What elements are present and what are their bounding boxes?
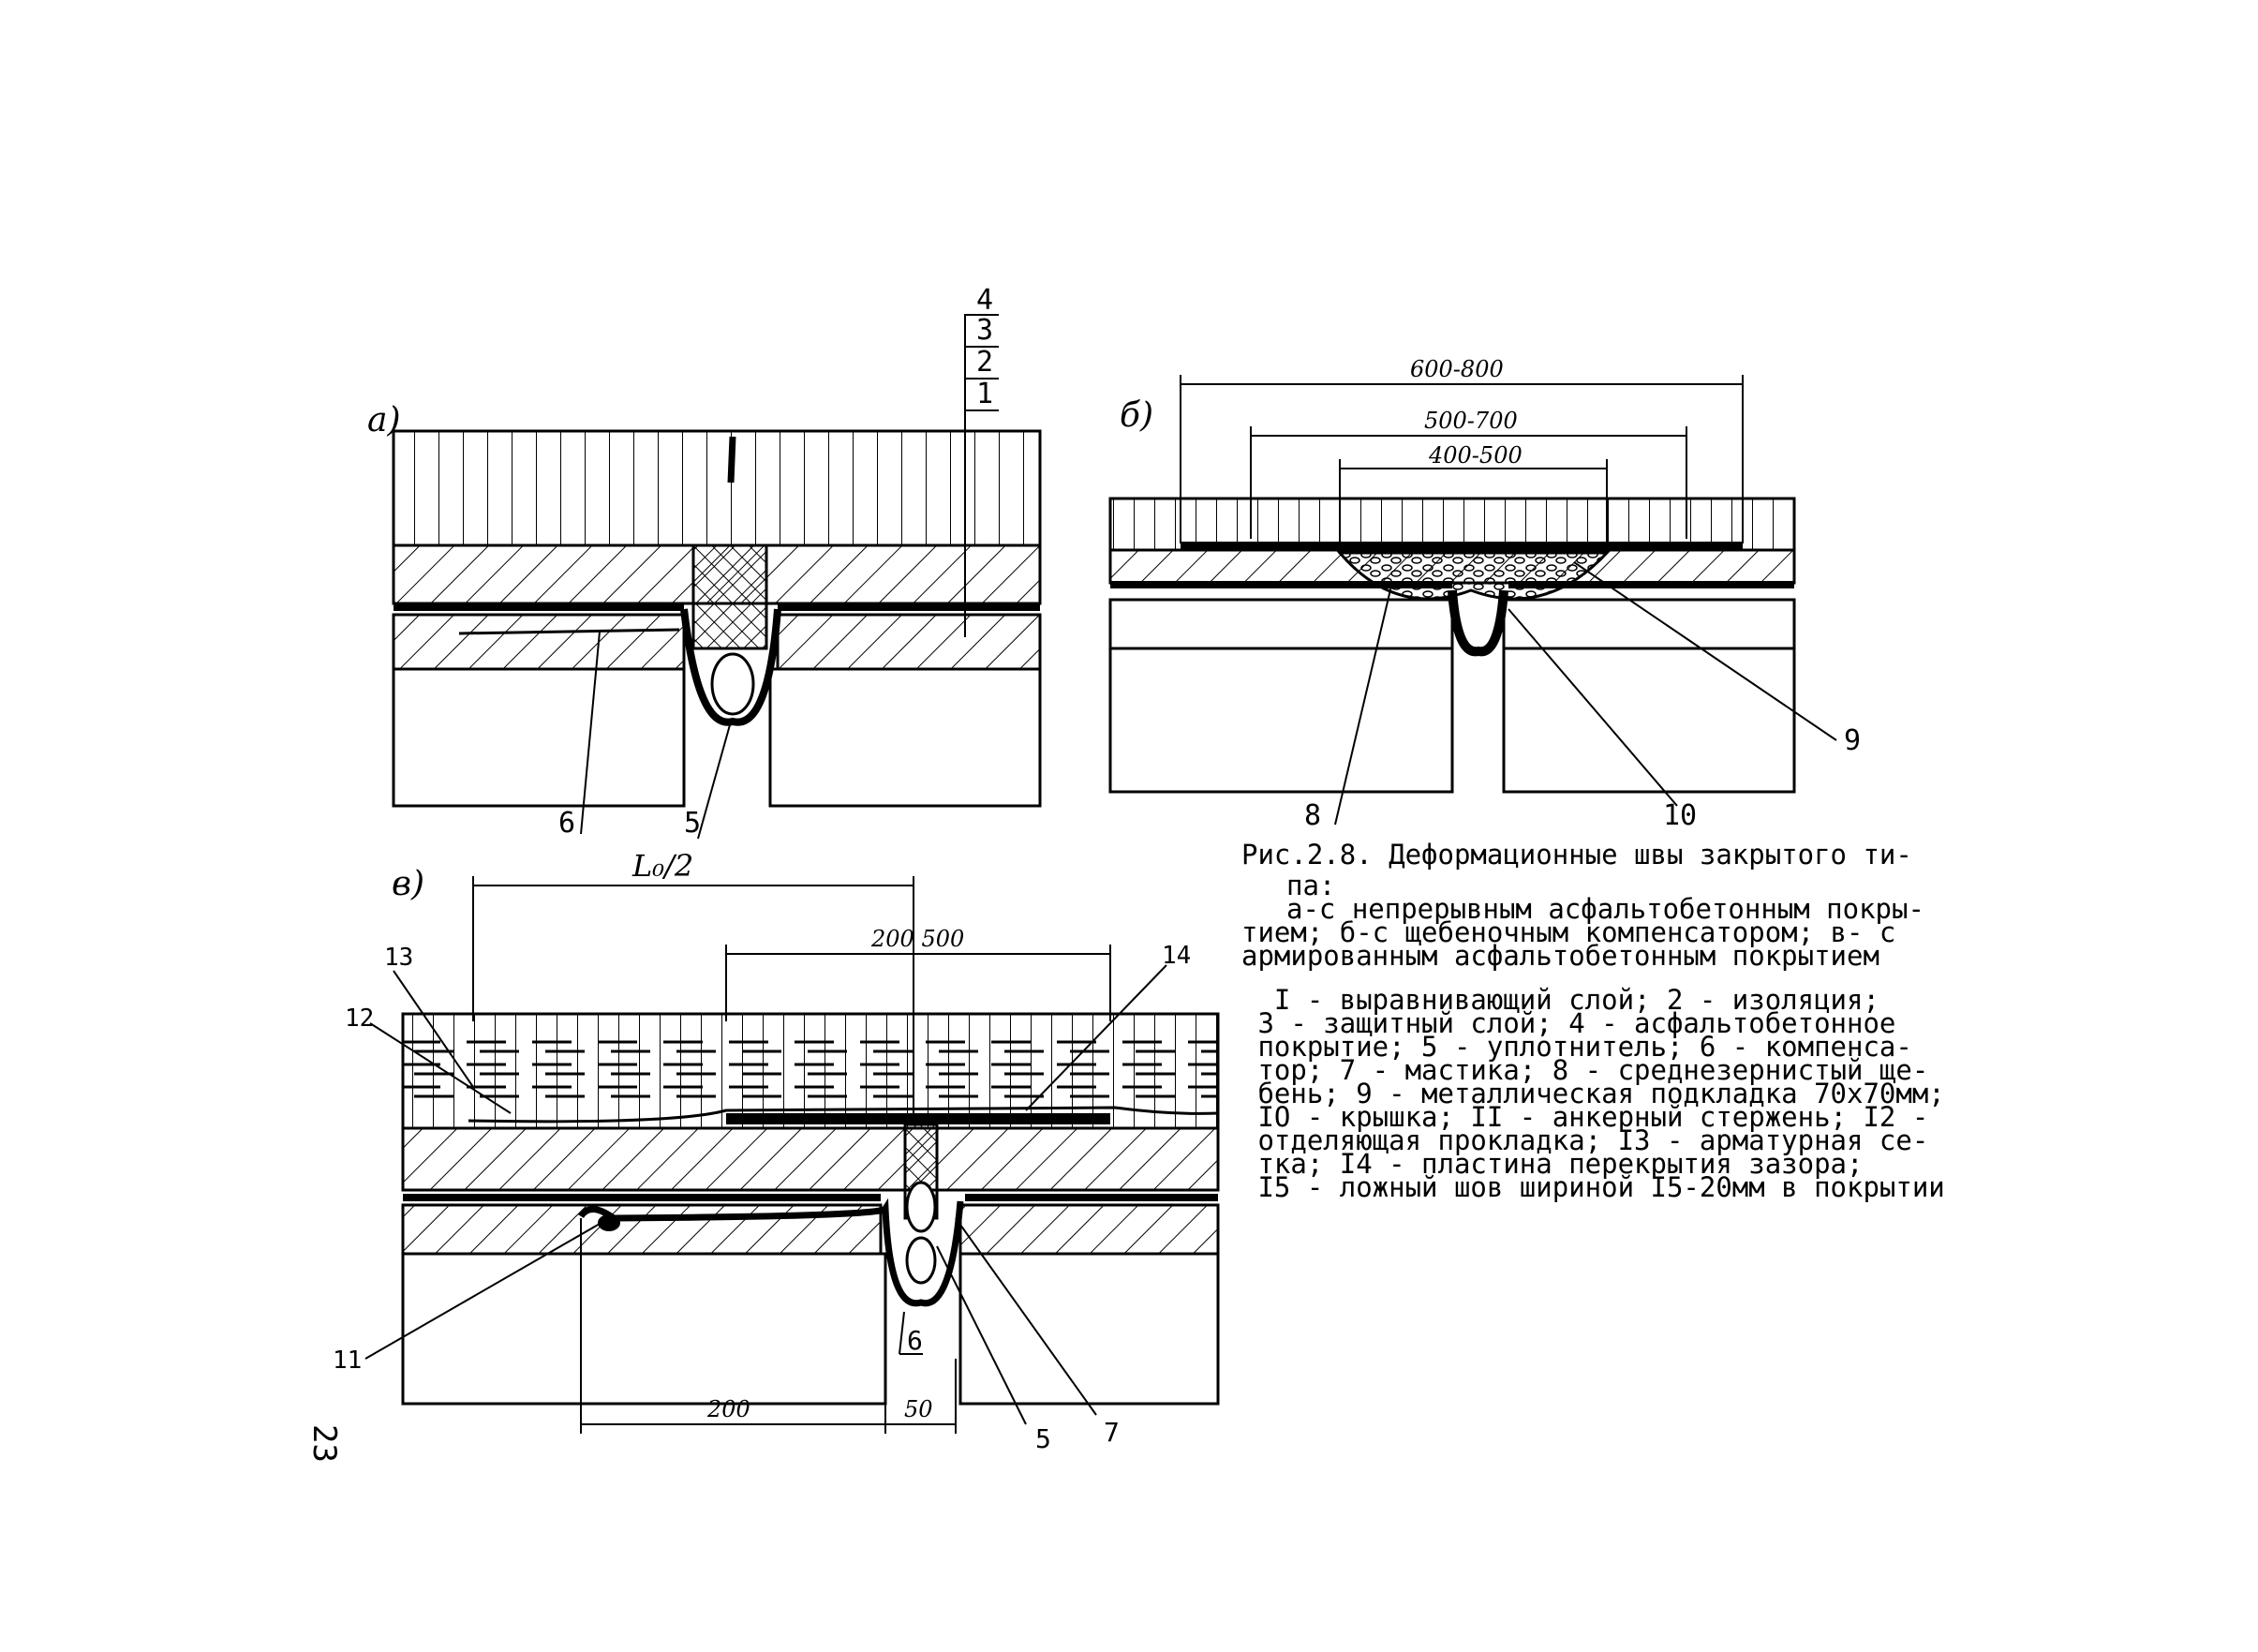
insulation-right-b bbox=[1508, 581, 1794, 588]
callout-7-v: 7 bbox=[1104, 1417, 1120, 1448]
leader-11-v bbox=[364, 1223, 601, 1360]
asphalt-layer-a bbox=[392, 429, 1042, 547]
caption-sub-line: тием; б-с щебеночным компенсатором; в- с bbox=[1241, 916, 1896, 948]
dim-label-50: 50 bbox=[904, 1396, 933, 1422]
diagram-b: б) 600-800 500-700 400-500 8 10 9 bbox=[1108, 356, 1861, 832]
dim-label-500-700: 500-700 bbox=[1424, 408, 1518, 434]
insulation-left-v bbox=[403, 1194, 881, 1201]
insulation-right-a bbox=[778, 603, 1040, 611]
leader-10-b bbox=[1508, 608, 1678, 807]
diagram-v: в) L₀/2 200 500 200 50 bbox=[333, 848, 1220, 1454]
slab-right-b bbox=[1502, 598, 1796, 794]
slab-right-v bbox=[958, 1252, 1220, 1406]
layer-label-1: 1 bbox=[976, 378, 993, 410]
callout-8-b: 8 bbox=[1304, 799, 1321, 832]
caption-sub-line: армированным асфальтобетонным покрытием bbox=[1241, 940, 1879, 972]
leader-7-v bbox=[955, 1217, 1097, 1416]
diagram-a: а) 4 3 2 1 6 5 bbox=[367, 284, 1042, 840]
slab-left-v bbox=[401, 1252, 887, 1406]
leader-6-a bbox=[580, 631, 601, 835]
dim-label-200-500: 200 500 bbox=[870, 926, 964, 952]
callout-6-a: 6 bbox=[558, 807, 575, 840]
callout-6-v: 6 bbox=[907, 1325, 923, 1356]
seal-tube-upper-v bbox=[905, 1181, 937, 1233]
callout-5-a: 5 bbox=[684, 807, 701, 840]
separating-pad-v bbox=[468, 1106, 1219, 1124]
gap-plate-v bbox=[726, 1113, 1110, 1124]
leader-5-v bbox=[936, 1245, 1027, 1425]
dim-label-600-800: 600-800 bbox=[1410, 356, 1504, 382]
legend-line: отделяющая прокладка; I3 - арматурная се… bbox=[1241, 1124, 1929, 1156]
page-number: 23 bbox=[305, 1424, 343, 1463]
leader-12-v bbox=[369, 1022, 512, 1114]
leader-8-b bbox=[1334, 585, 1392, 826]
legend-line: бень; 9 - металлическая подкладка 70х70м… bbox=[1241, 1078, 1945, 1109]
legend-line: покрытие; 5 - уплотнитель; 6 - компенса- bbox=[1241, 1031, 1912, 1063]
layer-label-4: 4 bbox=[976, 284, 993, 317]
anchor-rod-v bbox=[598, 1214, 620, 1231]
legend-line: I - выравнивающий слой; 2 - изоляция; bbox=[1241, 984, 1879, 1016]
rebar-mesh-v bbox=[403, 1031, 1218, 1104]
leader-9-b bbox=[1573, 561, 1837, 741]
slab-right-a bbox=[768, 667, 1042, 808]
legend-line: тка; I4 - пластина перекрытия зазора; bbox=[1241, 1148, 1864, 1180]
asphalt-layer-b bbox=[1108, 497, 1796, 552]
legend-line: 3 - защитный слой; 4 - асфальтобетонное bbox=[1241, 1007, 1896, 1039]
metal-plate-b bbox=[1181, 542, 1743, 549]
insulation-right-v bbox=[965, 1194, 1218, 1201]
leader-5-a bbox=[697, 721, 732, 840]
dim-label-400-500: 400-500 bbox=[1428, 442, 1523, 469]
slab-left-b bbox=[1108, 598, 1454, 794]
leveling-layer-left-a bbox=[392, 613, 686, 671]
leveling-layer-right-v bbox=[958, 1203, 1220, 1256]
gravel-compensator-b bbox=[1336, 551, 1611, 601]
seal-tube-a bbox=[710, 652, 755, 716]
leveling-layer-right-a bbox=[776, 613, 1042, 671]
dim-label-l0-2: L₀/2 bbox=[631, 848, 693, 884]
cover-b bbox=[1448, 589, 1508, 657]
false-joint-a bbox=[727, 436, 736, 484]
callout-14-v: 14 bbox=[1162, 942, 1191, 970]
legend-line: I5 - ложный шов шириной I5-20мм в покрыт… bbox=[1241, 1171, 1945, 1203]
layer-label-2: 2 bbox=[976, 346, 993, 379]
insulation-left-b bbox=[1110, 581, 1452, 588]
panel-label-b: б) bbox=[1120, 396, 1153, 435]
insulation-left-a bbox=[394, 603, 684, 611]
figure-caption: Рис.2.8. Деформационные швы закрытого ти… bbox=[1241, 839, 2235, 1203]
leader-13-v bbox=[393, 970, 474, 1088]
legend-line: IO - крышка; II - анкерный стержень; I2 … bbox=[1241, 1101, 1929, 1133]
callout-10-b: 10 bbox=[1663, 799, 1697, 832]
callout-9-b: 9 bbox=[1844, 724, 1861, 757]
panel-label-v: в) bbox=[392, 865, 424, 903]
layer-label-3: 3 bbox=[976, 314, 993, 347]
caption-title: Рис.2.8. Деформационные швы закрытого ти… bbox=[1241, 839, 1912, 871]
callout-11-v: 11 bbox=[333, 1347, 362, 1375]
dim-label-200: 200 bbox=[706, 1396, 750, 1422]
caption-title-cont: па: bbox=[1286, 870, 1336, 901]
seal-tube-lower-v bbox=[905, 1236, 937, 1285]
leader-14-v bbox=[1025, 964, 1167, 1111]
legend-line: тор; 7 - мастика; 8 - среднезернистый ще… bbox=[1241, 1054, 1929, 1086]
callout-13-v: 13 bbox=[384, 944, 413, 972]
protective-layer-v bbox=[401, 1126, 1220, 1192]
callout-12-v: 12 bbox=[345, 1005, 374, 1033]
slab-left-a bbox=[392, 667, 686, 808]
caption-sub-line: а-с непрерывным асфальтобетонным покры- bbox=[1286, 893, 1924, 925]
callout-5-v: 5 bbox=[1035, 1423, 1051, 1454]
sealant-a bbox=[691, 543, 768, 650]
